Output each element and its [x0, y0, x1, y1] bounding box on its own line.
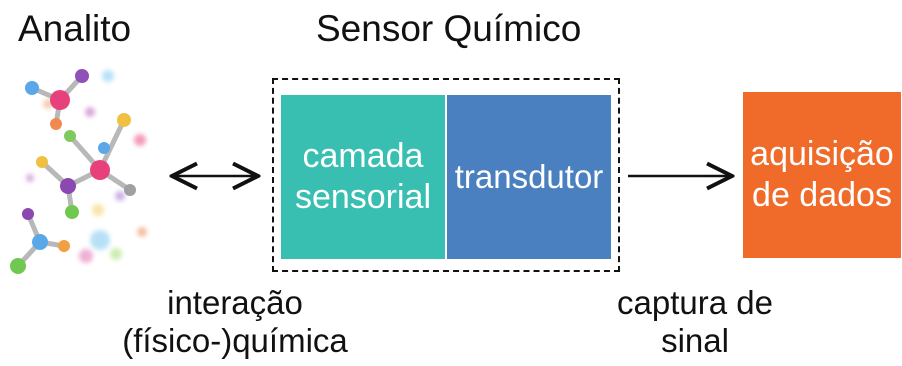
acquisition-line-2: de dados — [752, 176, 892, 214]
sensor-title: Sensor Químico — [316, 8, 582, 49]
transducer-label: transdutor — [454, 158, 604, 195]
transducer-box: transdutor — [447, 95, 611, 259]
interaction-label: interação (físico-)química — [100, 284, 370, 360]
sensing-layer-line-2: sensorial — [294, 178, 432, 216]
signal-capture-label: captura de sinal — [590, 284, 800, 360]
acquisition-line-1: aquisição — [750, 135, 894, 174]
capture-label-line-1: captura de — [617, 284, 773, 321]
interaction-label-line-2: (físico-)química — [122, 321, 348, 359]
data-acquisition-box: aquisição de dados — [743, 92, 901, 258]
sensor-boundary — [272, 78, 620, 272]
capture-label-line-2: sinal — [661, 321, 729, 359]
sensing-layer-box: camada sensorial — [281, 95, 445, 259]
sensing-layer-line-1: camada — [302, 137, 424, 176]
molecule-cluster-icon — [10, 69, 147, 274]
interaction-label-line-1: interação — [167, 284, 303, 321]
analyte-title: Analito — [18, 8, 132, 49]
